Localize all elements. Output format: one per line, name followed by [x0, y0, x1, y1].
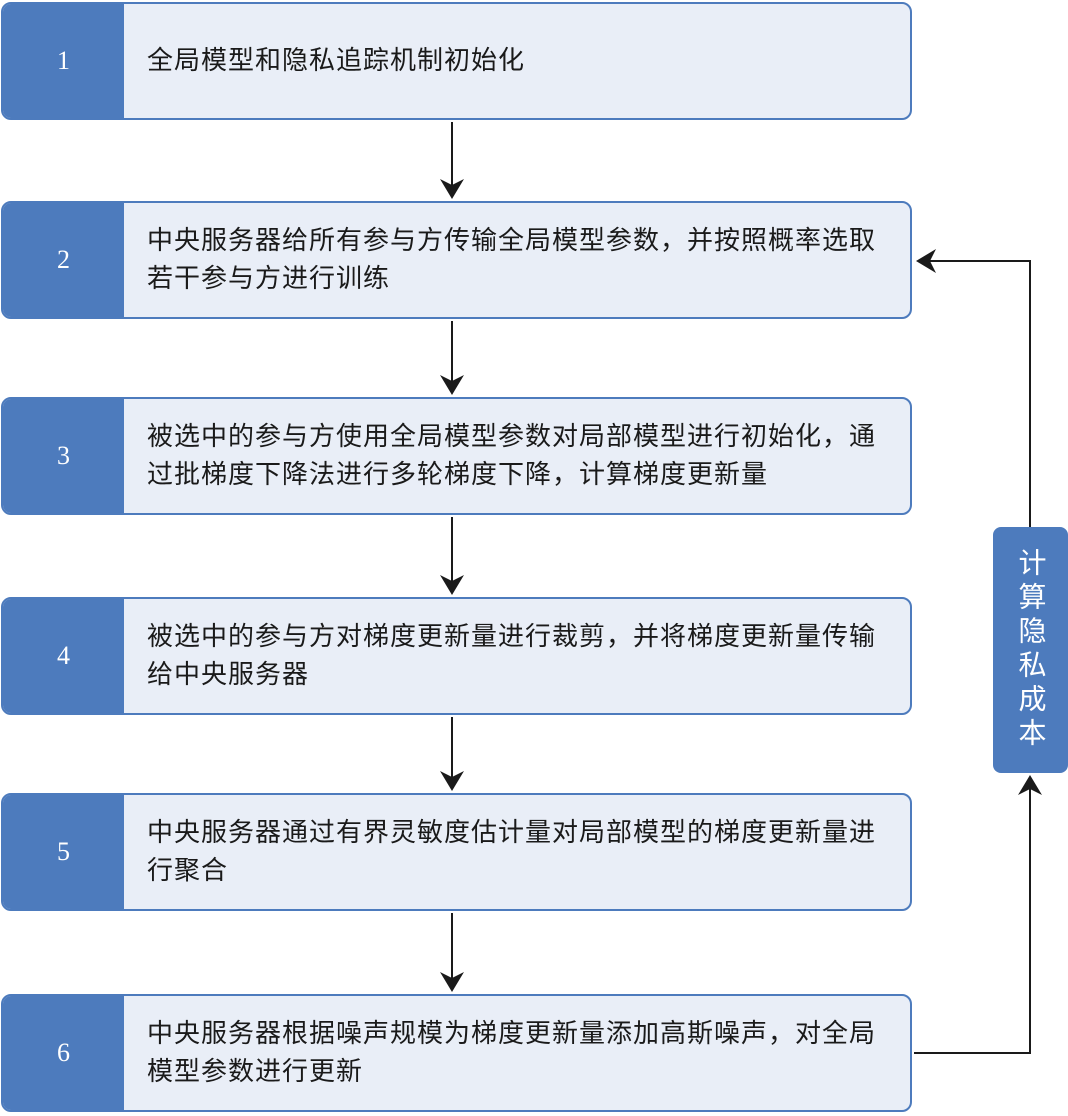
step-text: 被选中的参与方对梯度更新量进行裁剪，并将梯度更新量传输给中央服务器 [147, 622, 877, 690]
step-number: 4 [3, 599, 124, 713]
step-5: 5 中央服务器通过有界灵敏度估计量对局部模型的梯度更新量进行聚合 [1, 793, 912, 911]
step-number: 6 [3, 996, 124, 1110]
step-2: 2 中央服务器给所有参与方传输全局模型参数，并按照概率选取若干参与方进行训练 [1, 201, 912, 319]
step-text: 中央服务器给所有参与方传输全局模型参数，并按照概率选取若干参与方进行训练 [147, 226, 877, 294]
step-text: 全局模型和隐私追踪机制初始化 [147, 46, 526, 76]
step-number: 5 [3, 795, 124, 909]
step-text: 中央服务器通过有界灵敏度估计量对局部模型的梯度更新量进行聚合 [147, 818, 877, 886]
arrow-6-loop [914, 775, 1042, 1054]
step-number: 3 [3, 399, 124, 513]
step-number: 2 [3, 203, 124, 317]
arrow-loop-2 [916, 249, 1031, 527]
step-6: 6 中央服务器根据噪声规模为梯度更新量添加高斯噪声，对全局模型参数进行更新 [1, 994, 912, 1112]
step-text: 被选中的参与方使用全局模型参数对局部模型进行初始化，通过批梯度下降法进行多轮梯度… [147, 422, 877, 490]
step-text: 中央服务器根据噪声规模为梯度更新量添加高斯噪声，对全局模型参数进行更新 [147, 1019, 877, 1087]
step-1: 1 全局模型和隐私追踪机制初始化 [1, 2, 912, 120]
loop-label-box: 计算隐私成本 [993, 527, 1068, 773]
step-4: 4 被选中的参与方对梯度更新量进行裁剪，并将梯度更新量传输给中央服务器 [1, 597, 912, 715]
step-number: 1 [3, 4, 124, 118]
step-3: 3 被选中的参与方使用全局模型参数对局部模型进行初始化，通过批梯度下降法进行多轮… [1, 397, 912, 515]
